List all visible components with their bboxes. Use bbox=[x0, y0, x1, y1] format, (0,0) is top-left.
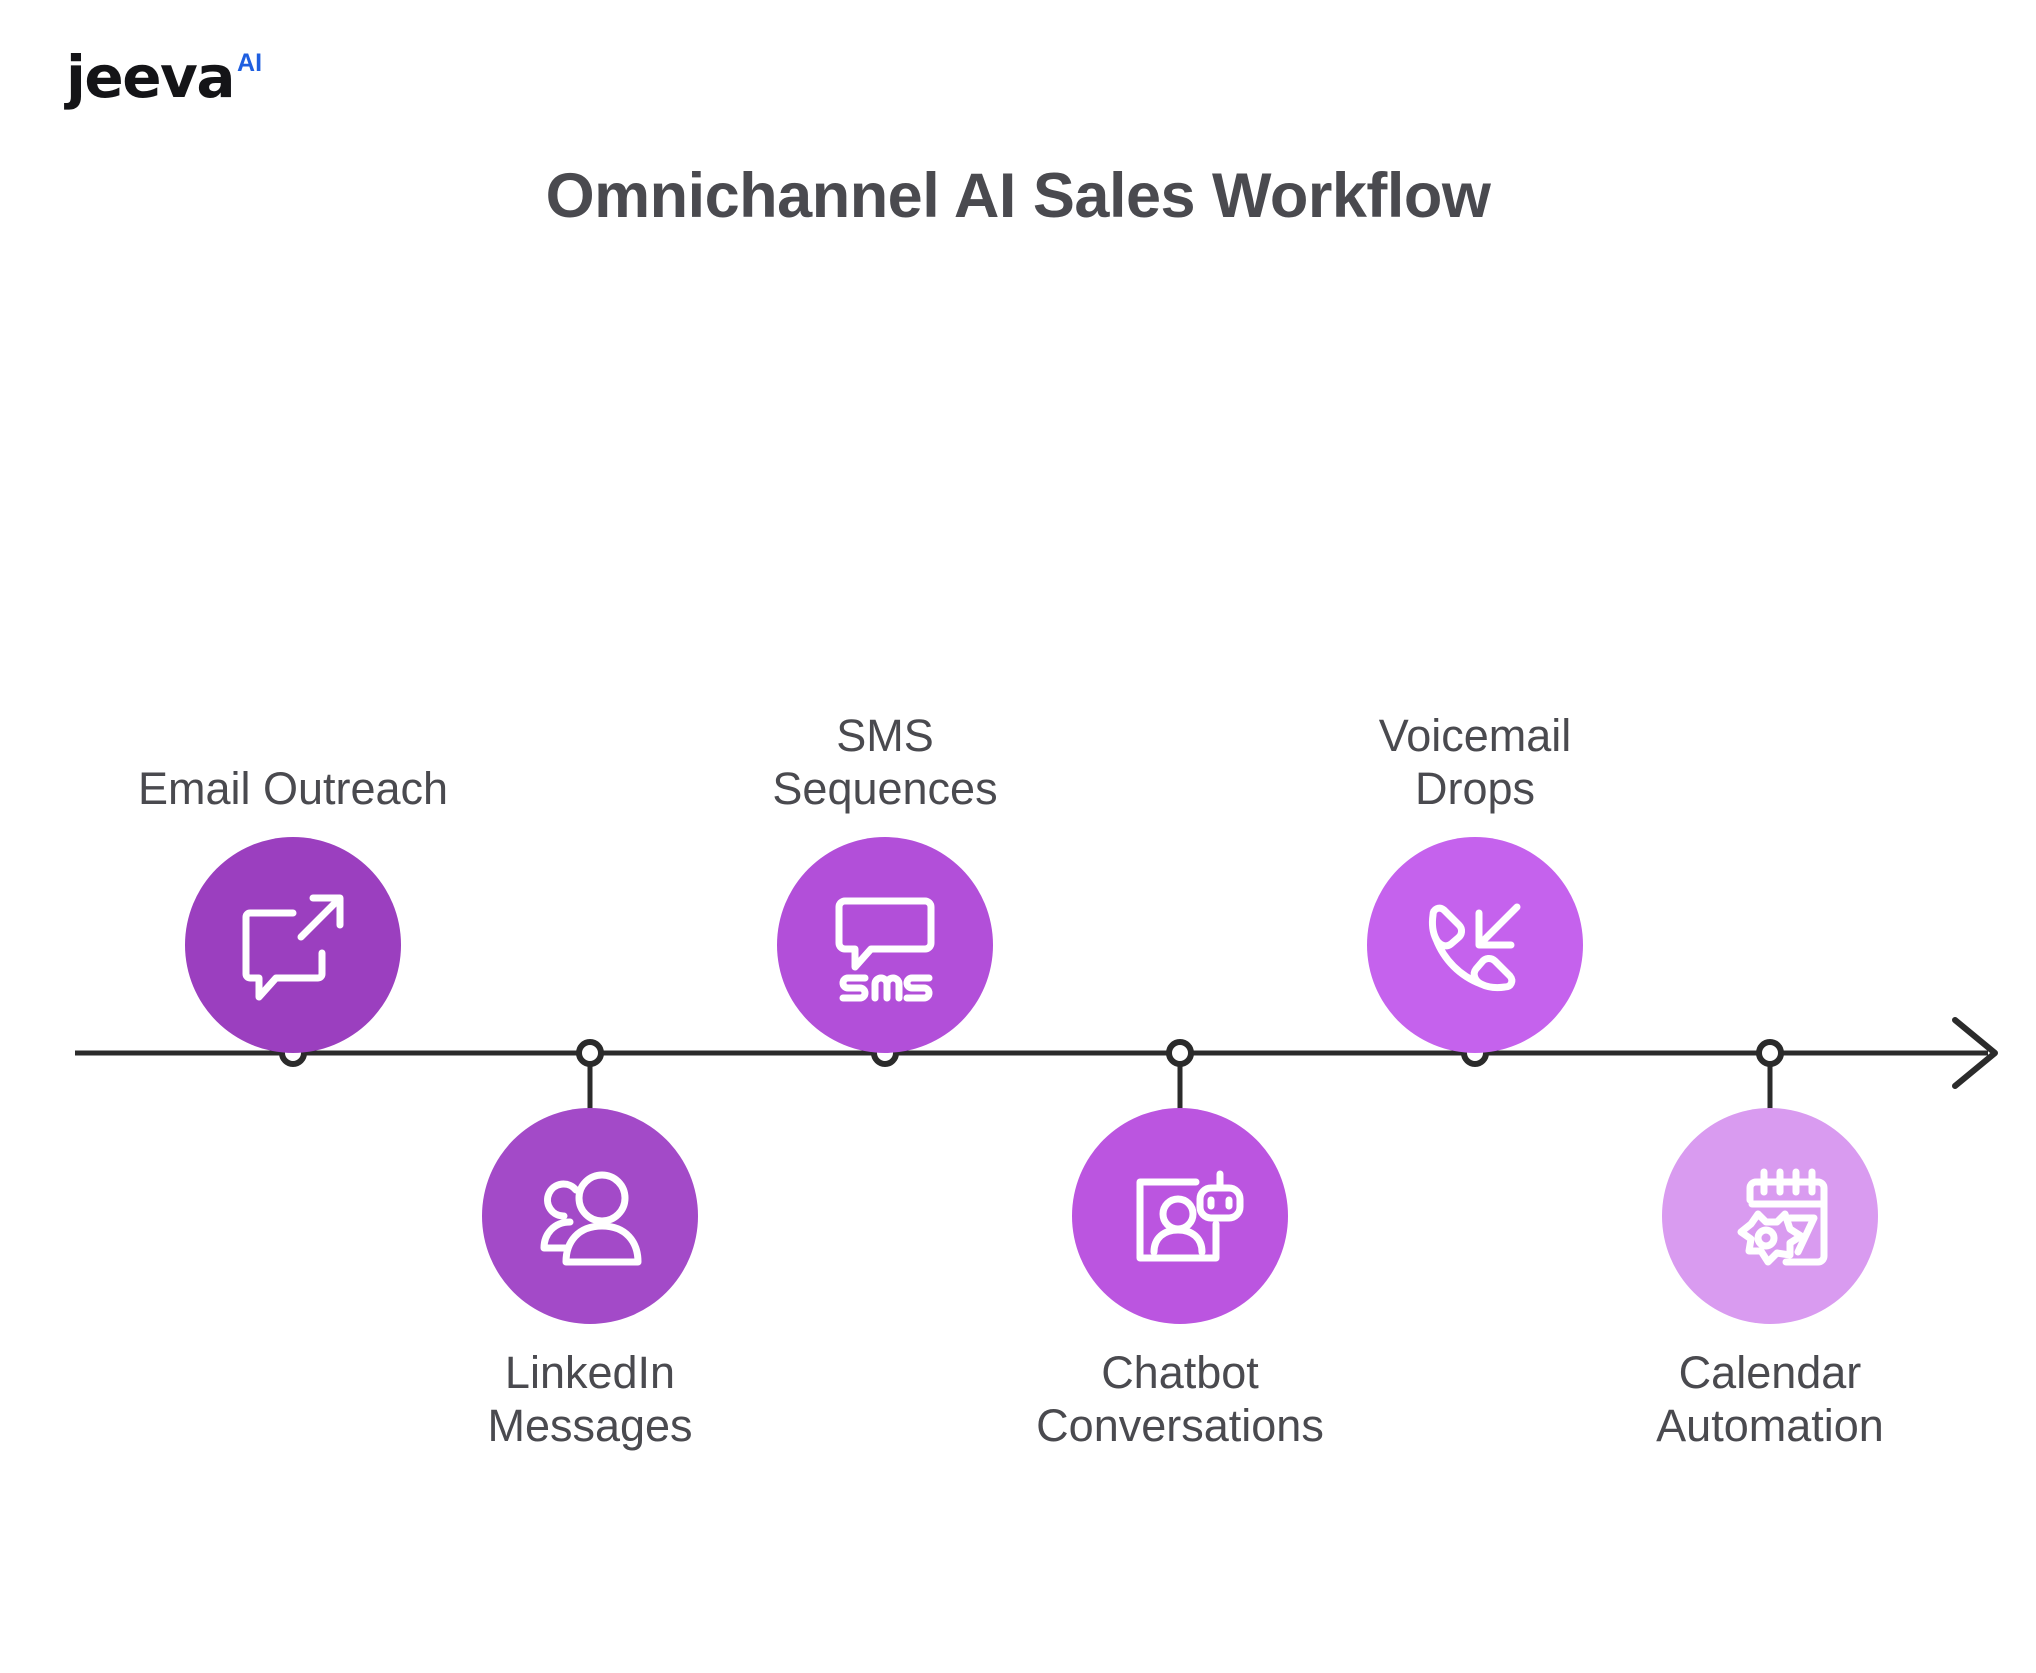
icon-circle-calendar-automation[interactable] bbox=[1662, 1108, 1878, 1324]
icon-circle-linkedin-messages[interactable] bbox=[482, 1108, 698, 1324]
timeline-step-email-outreach[interactable]: Email Outreach bbox=[123, 762, 463, 1053]
timeline-step-sms-sequences[interactable]: SMS Sequences bbox=[715, 709, 1055, 1053]
brand-suffix-ai: AI bbox=[237, 49, 263, 77]
icon-circle-voicemail-drops[interactable] bbox=[1367, 837, 1583, 1053]
icon-circle-chatbot-conversations[interactable] bbox=[1072, 1108, 1288, 1324]
share-message-icon bbox=[242, 894, 344, 1001]
icon-circle-sms-sequences[interactable] bbox=[777, 837, 993, 1053]
step-label: Calendar Automation bbox=[1656, 1347, 1884, 1452]
timeline-step-voicemail-drops[interactable]: Voicemail Drops bbox=[1305, 709, 1645, 1053]
icon-circle-email-outreach[interactable] bbox=[185, 837, 401, 1053]
chatbot-avatar-icon bbox=[1136, 1170, 1244, 1262]
step-label: Voicemail Drops bbox=[1378, 709, 1572, 814]
step-label: Chatbot Conversations bbox=[1036, 1347, 1324, 1452]
timeline-node-marker bbox=[576, 1039, 604, 1067]
phone-incoming-icon bbox=[1428, 903, 1521, 992]
step-label: Email Outreach bbox=[137, 762, 449, 814]
timeline-step-linkedin-messages[interactable]: LinkedIn Messages bbox=[420, 1108, 760, 1452]
timeline-node-marker bbox=[1166, 1039, 1194, 1067]
step-label: LinkedIn Messages bbox=[487, 1347, 693, 1452]
timeline-step-chatbot-conversations[interactable]: Chatbot Conversations bbox=[1010, 1108, 1350, 1452]
step-label: SMS Sequences bbox=[772, 709, 998, 814]
timeline-arrowhead-icon bbox=[1952, 1017, 1998, 1089]
calendar-gear-icon bbox=[1737, 1168, 1828, 1266]
timeline-step-calendar-automation[interactable]: Calendar Automation bbox=[1600, 1108, 1940, 1452]
sms-bubble-icon bbox=[835, 897, 935, 1002]
page-title: Omnichannel AI Sales Workflow bbox=[545, 161, 1491, 231]
brand-name: jeeva bbox=[66, 43, 236, 111]
users-group-icon bbox=[540, 1171, 642, 1266]
timeline-node-marker bbox=[1756, 1039, 1784, 1067]
brand-logo: jeeva AI bbox=[66, 48, 262, 106]
